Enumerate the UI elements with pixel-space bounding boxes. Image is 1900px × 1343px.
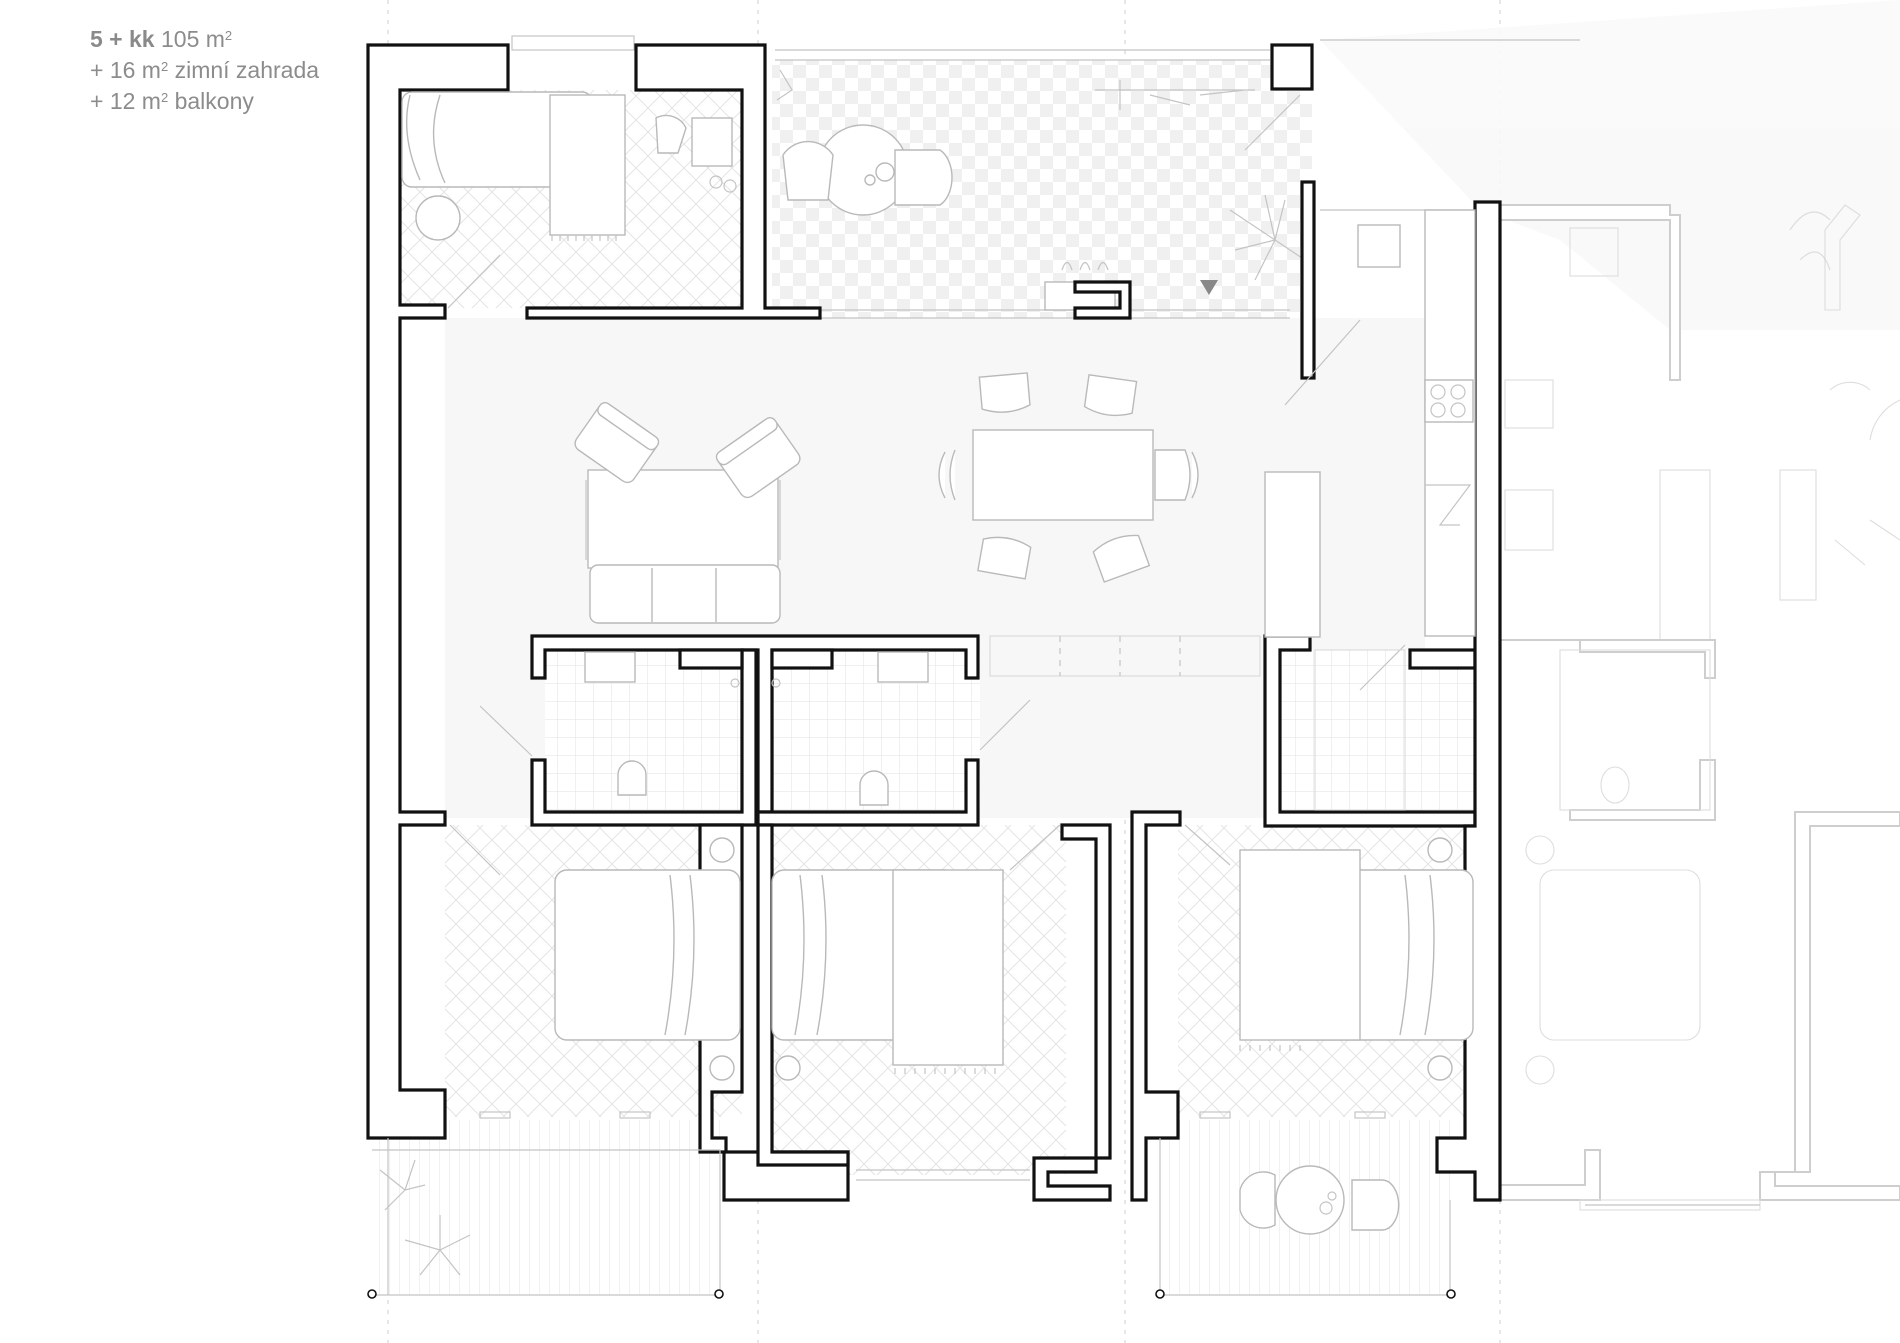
wall-east [1435, 200, 1502, 1202]
wall-bathroom-east [1263, 634, 1477, 828]
plant-icon [1229, 194, 1306, 281]
doors [447, 254, 1406, 876]
main-area: 105 m [160, 26, 225, 52]
wall-kitchen-divider [1300, 180, 1316, 380]
bathroom-3-floor [1280, 650, 1475, 810]
balcony-left-floor [372, 1120, 720, 1295]
winter-garden-unit-exponent: 2 [160, 59, 169, 74]
winter-garden-area: + 16 m [90, 57, 161, 83]
kitchen [989, 209, 1476, 677]
bedroom-nw-furniture [401, 91, 737, 241]
main-area-unit-exponent: 2 [224, 28, 233, 43]
plant-icon [379, 1159, 471, 1276]
bath-1-niche [678, 648, 744, 670]
dining-furniture [938, 372, 1199, 583]
winter-garden-label: zimní zahrada [174, 57, 320, 83]
bedroom-se-furniture [1239, 837, 1474, 1081]
legend-row-balconies: + 12 m2 balkony [90, 86, 319, 117]
south-windows [856, 1169, 1760, 1206]
wall-winter-garden-stub [1073, 280, 1132, 320]
bathroom-fixtures [584, 649, 1406, 811]
apartment-type: 5 + kk [90, 26, 155, 52]
bedroom-sw-furniture [554, 837, 741, 1081]
balcony-label: balkony [174, 88, 254, 114]
bedroom-s-furniture [771, 869, 1004, 1081]
wall-bedroom-s-west [756, 823, 850, 1167]
wall-bedroom-se-west [1130, 810, 1182, 1202]
legend-row-main: 5 + kk 105 m2 [90, 24, 319, 55]
balcony-right [1155, 1111, 1456, 1299]
balcony-unit-exponent: 2 [160, 90, 169, 105]
balcony-left [367, 1111, 724, 1299]
pillar-winter-garden [1270, 43, 1314, 91]
living-room-furniture [574, 402, 801, 624]
wall-bedroom-s-east [1032, 823, 1112, 1202]
bath-3-niche [1408, 648, 1477, 670]
wall-north-room [525, 43, 822, 320]
legend-row-winter-garden: + 16 m2 zimní zahrada [90, 55, 319, 86]
area-legend: 5 + kk 105 m2 + 16 m2 zimní zahrada + 12… [90, 24, 319, 117]
wall-west [366, 43, 510, 1140]
bath-2-niche [770, 648, 834, 670]
balcony-area: + 12 m [90, 88, 161, 114]
neighbour-unit-ghost [1320, 0, 1900, 1211]
winter-garden-furniture [776, 69, 1306, 311]
